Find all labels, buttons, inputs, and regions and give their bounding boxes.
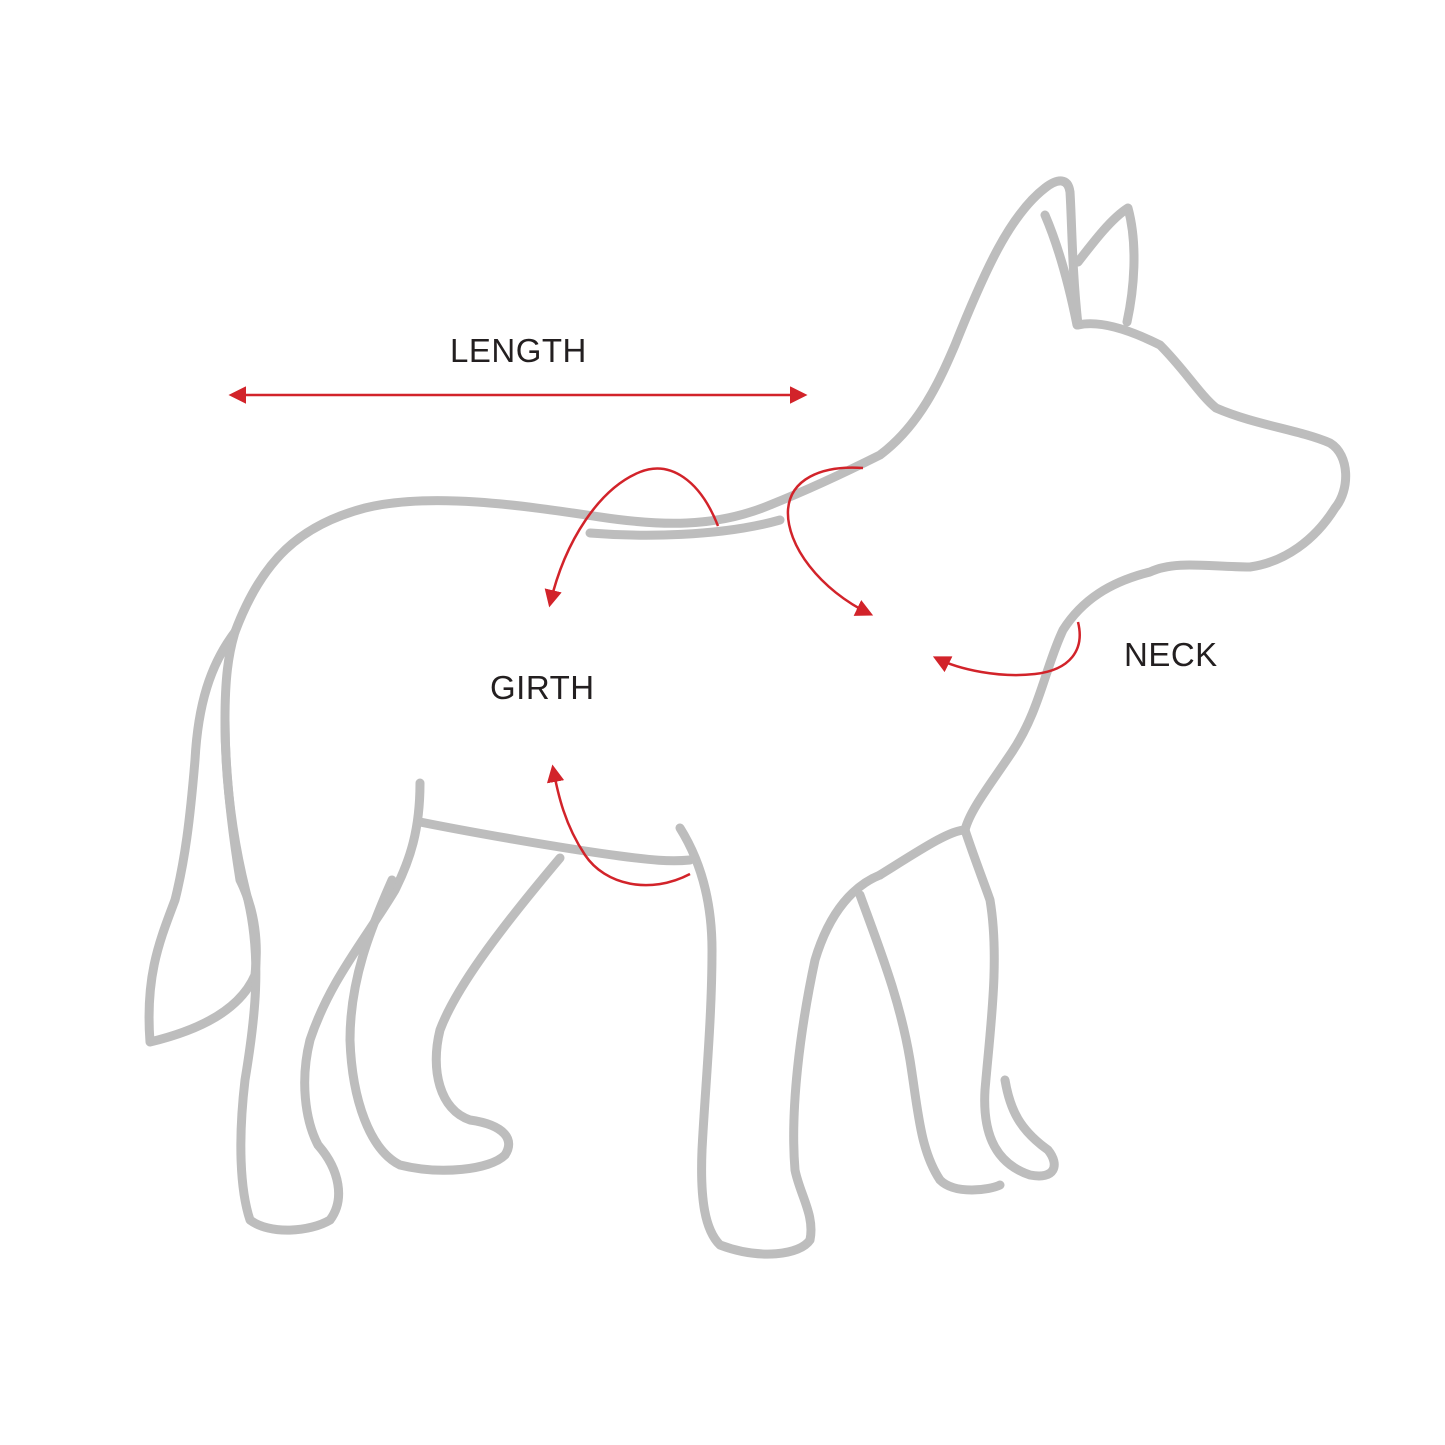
dog-front-leg-far-outline (675, 823, 885, 1259)
length-label: LENGTH (450, 332, 587, 369)
girth-label: GIRTH (490, 669, 595, 706)
dog-front-leg-inner-outline (855, 890, 1005, 1195)
dog-belly-outline (415, 817, 695, 866)
dog-front-leg-near-outline (875, 825, 1059, 1181)
dog-ear-outline (1073, 203, 1139, 327)
dog-outline-icon (144, 176, 1351, 1259)
dog-body-outline (230, 176, 1351, 835)
dog-inner-ear-outline (1040, 210, 1082, 330)
girth-top-arrow-icon (544, 467, 720, 608)
neck-label: NECK (1124, 636, 1218, 673)
girth-bottom-arrow-icon (546, 764, 691, 887)
neck-top-arrow-icon (786, 466, 874, 616)
dog-neck-line (585, 515, 785, 540)
dog-tail-outline (144, 627, 261, 1047)
neck-bottom-arrow-icon (932, 621, 1081, 677)
dog-hind-leg-near-outline (345, 853, 565, 1175)
